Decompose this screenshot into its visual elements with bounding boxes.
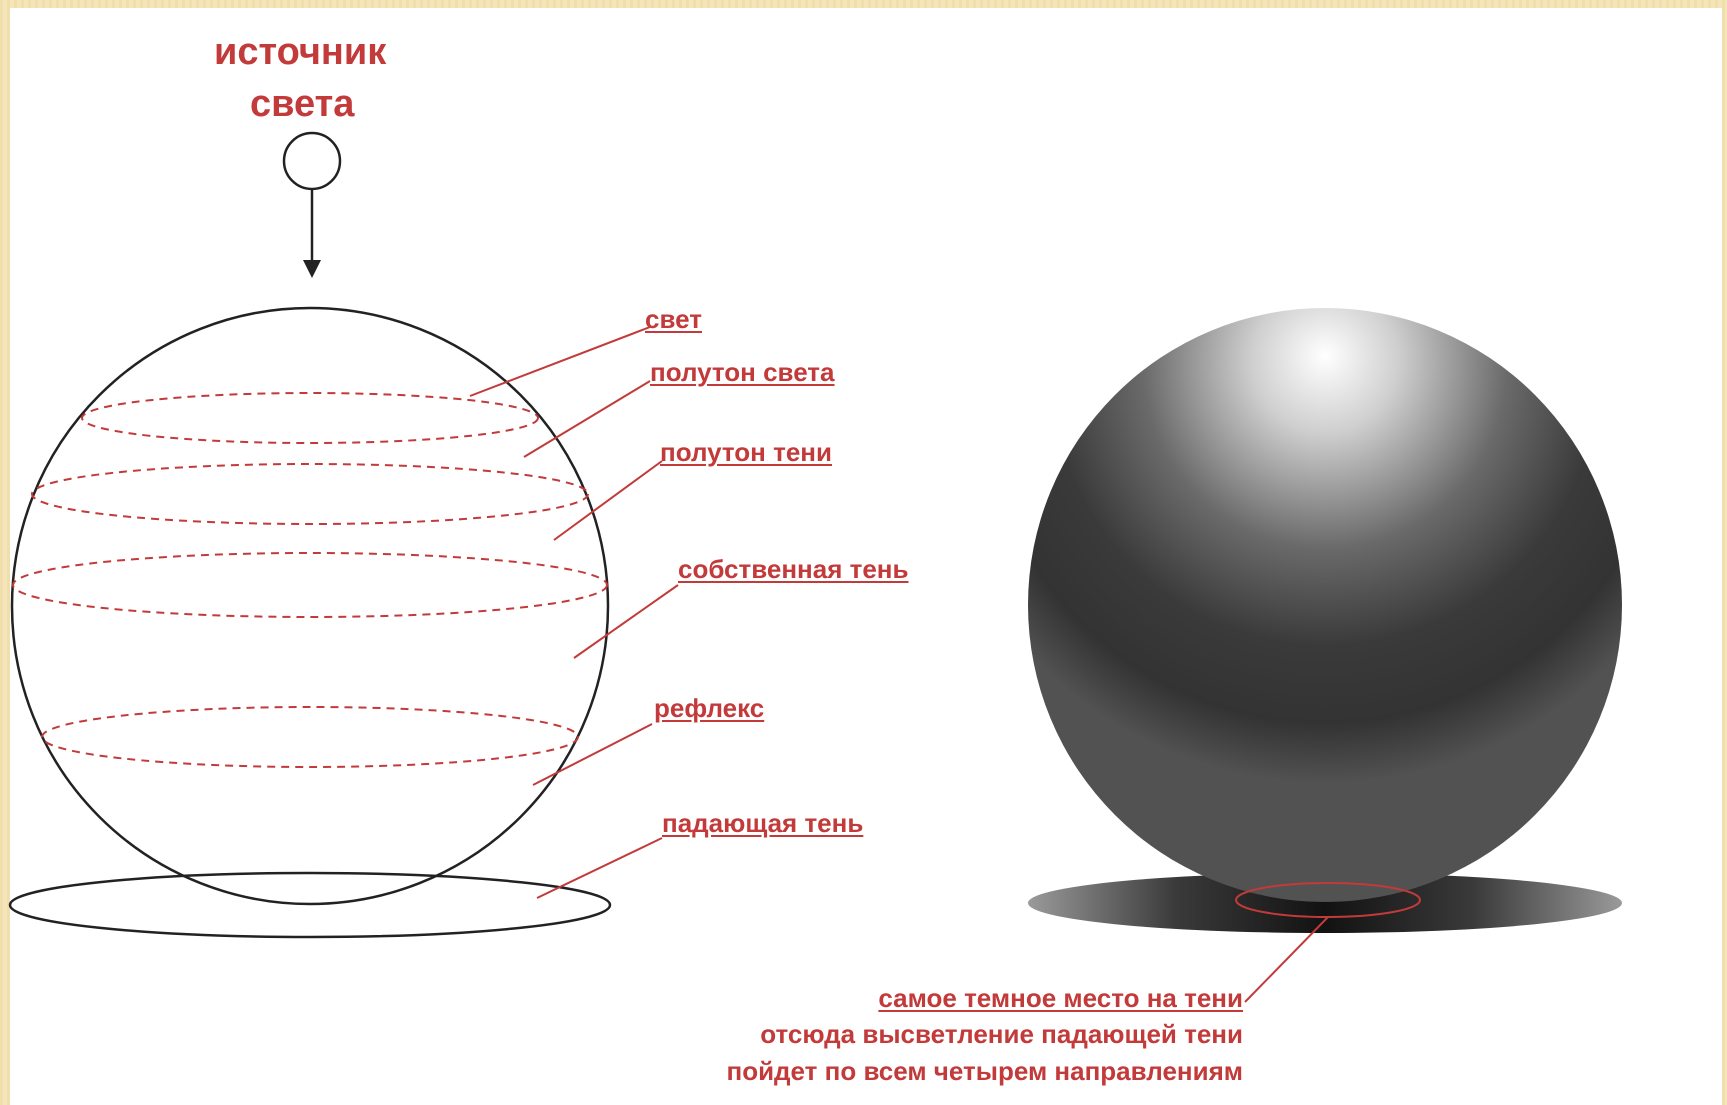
leader-darkest-spot (1244, 916, 1329, 1003)
light-arrow-head (303, 260, 321, 278)
zone-band-halftone-shadow (12, 552, 608, 618)
label-light: свет (645, 304, 702, 334)
leader-reflex (532, 723, 653, 786)
zone-band-reflex (41, 706, 579, 768)
ground-ellipse (8, 871, 612, 939)
light-source-circle (282, 131, 342, 191)
cast-shadow (1028, 873, 1622, 933)
label-halftone-light: полутон света (650, 357, 835, 387)
label-halftone-shadow: полутон тени (660, 437, 832, 467)
leader-halftone-shadow (553, 460, 663, 541)
shaded-sphere (1028, 308, 1622, 1003)
leader-own-shadow (573, 584, 679, 659)
light-source (282, 131, 342, 278)
light-source-label-line1: источник (214, 31, 387, 73)
outline-sphere (8, 306, 679, 939)
zone-band-light (81, 392, 539, 444)
sphere-shaded (1028, 308, 1622, 902)
leader-light (469, 326, 651, 397)
caption-line1: самое темное место на тени (878, 983, 1243, 1013)
sphere-outline (10, 306, 610, 906)
caption-line3: пойдет по всем четырем направлениям (726, 1056, 1243, 1086)
label-reflex: рефлекс (654, 693, 765, 723)
leader-halftone-light (523, 380, 651, 458)
light-source-label-line2: света (250, 83, 355, 125)
leader-cast-shadow (536, 837, 663, 899)
zone-band-halftone-light (31, 463, 589, 525)
caption-line2: отсюда высветление падающей тени (760, 1019, 1243, 1049)
label-cast-shadow: падающая тень (662, 808, 864, 838)
label-own-shadow: собственная тень (678, 554, 909, 584)
